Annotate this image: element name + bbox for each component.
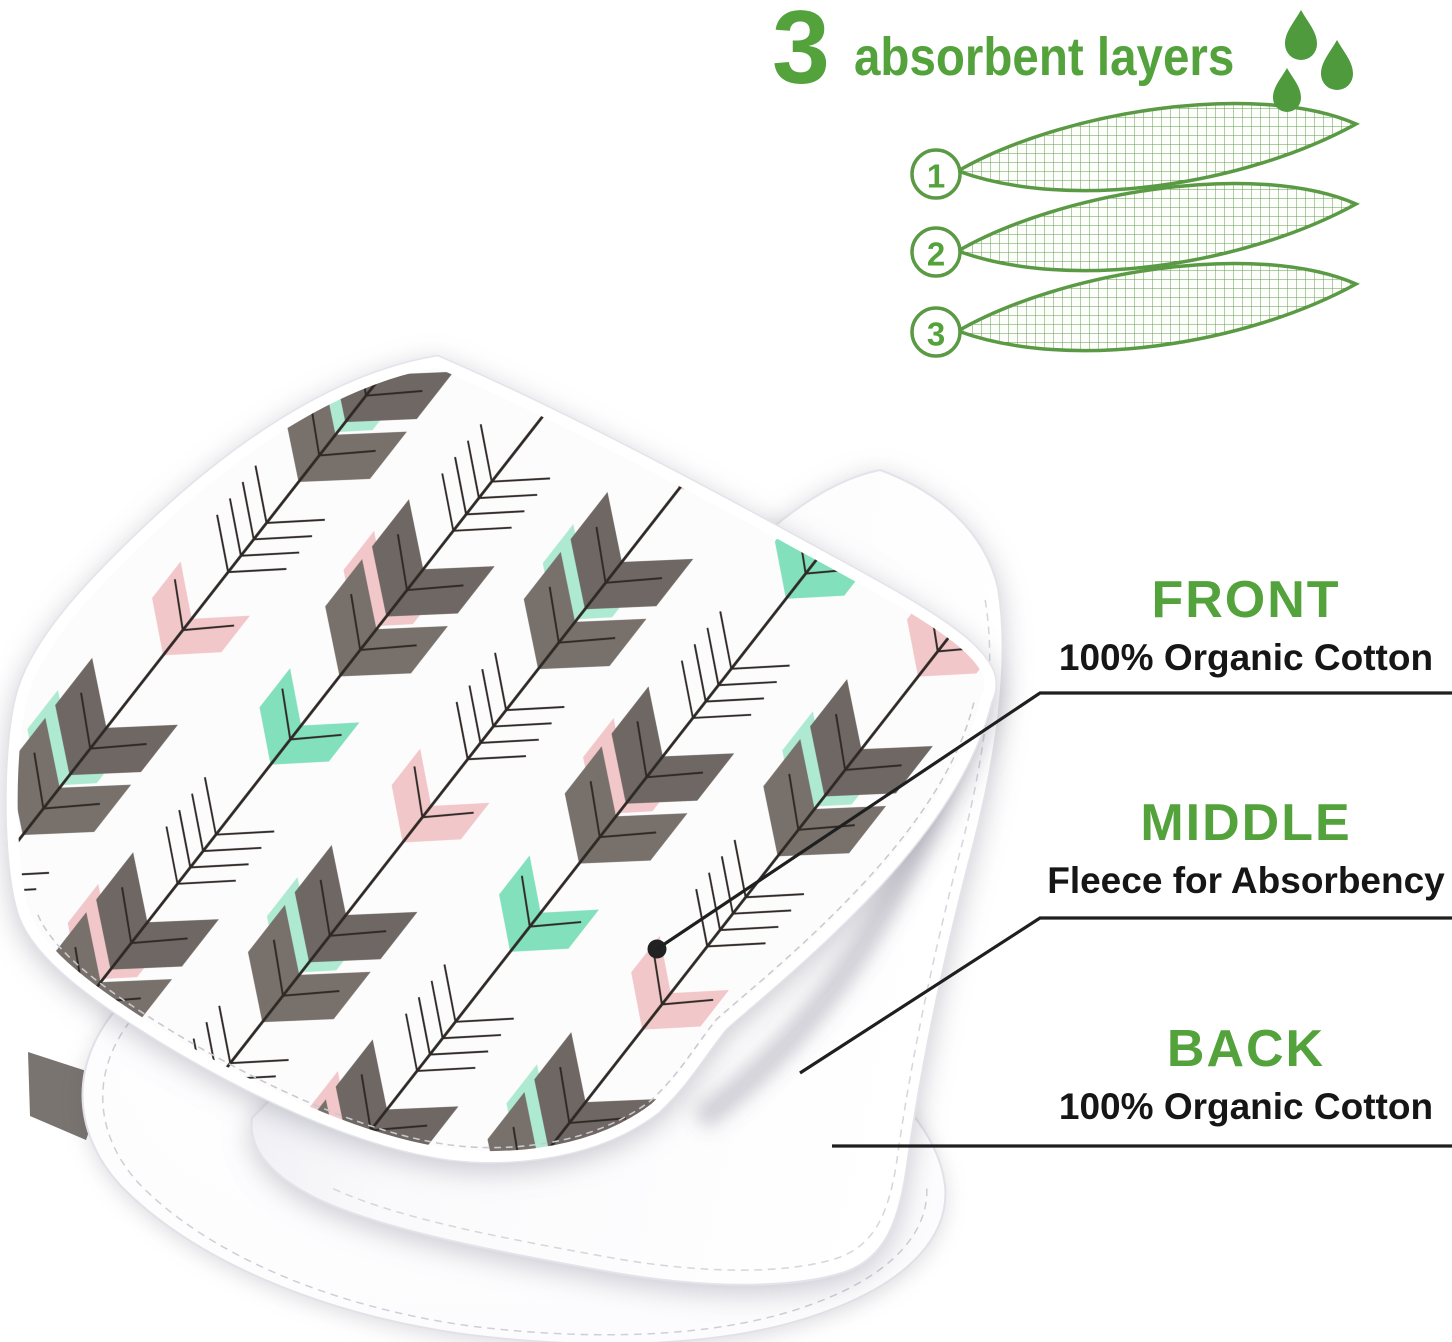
front-callout-line <box>656 691 1452 951</box>
middle-material: Fleece for Absorbency <box>1047 860 1445 901</box>
front-material: 100% Organic Cotton <box>1058 637 1434 678</box>
layer-sheet-2 <box>953 181 1360 273</box>
front-label: FRONT <box>1151 571 1341 629</box>
absorbent-layers-diagram: 1 2 3 <box>910 10 1360 358</box>
front-cloth-stitching <box>36 702 975 1149</box>
front-callout: FRONT 100% Organic Cotton <box>1040 574 1452 676</box>
water-droplet-icons <box>1273 10 1353 112</box>
layer-3-number: 3 <box>927 316 945 353</box>
middle-cloth-stitching <box>332 599 991 1271</box>
front-cloth-arrow-fabric <box>6 356 996 1163</box>
water-droplet-icon <box>1285 10 1317 60</box>
callout-lines <box>656 691 1452 1148</box>
layer-3-badge <box>910 306 962 358</box>
burp-cloth-product <box>5 354 1004 1342</box>
back-callout: BACK 100% Organic Cotton <box>1040 1023 1452 1125</box>
middle-label: MIDDLE <box>1140 794 1352 852</box>
layer-1-number: 1 <box>927 158 945 195</box>
water-droplet-icon <box>1273 68 1301 112</box>
layer-sheet-3 <box>953 261 1360 353</box>
middle-callout-line <box>799 916 1452 1075</box>
middle-callout: MIDDLE Fleece for Absorbency <box>1040 797 1452 899</box>
layer-number-badges: 1 2 3 <box>910 148 962 358</box>
layer-1-badge <box>910 148 962 200</box>
water-droplet-icon <box>1321 40 1353 90</box>
header: 3 absorbent layers <box>772 0 1286 106</box>
layer-count: 3 <box>772 0 830 106</box>
page-title: absorbent layers <box>853 27 1235 87</box>
layer-sheet-1 <box>953 101 1360 193</box>
back-label: BACK <box>1166 1020 1326 1078</box>
layer-2-badge <box>910 226 962 278</box>
back-material: 100% Organic Cotton <box>1058 1086 1434 1127</box>
layer-2-number: 2 <box>927 236 945 273</box>
